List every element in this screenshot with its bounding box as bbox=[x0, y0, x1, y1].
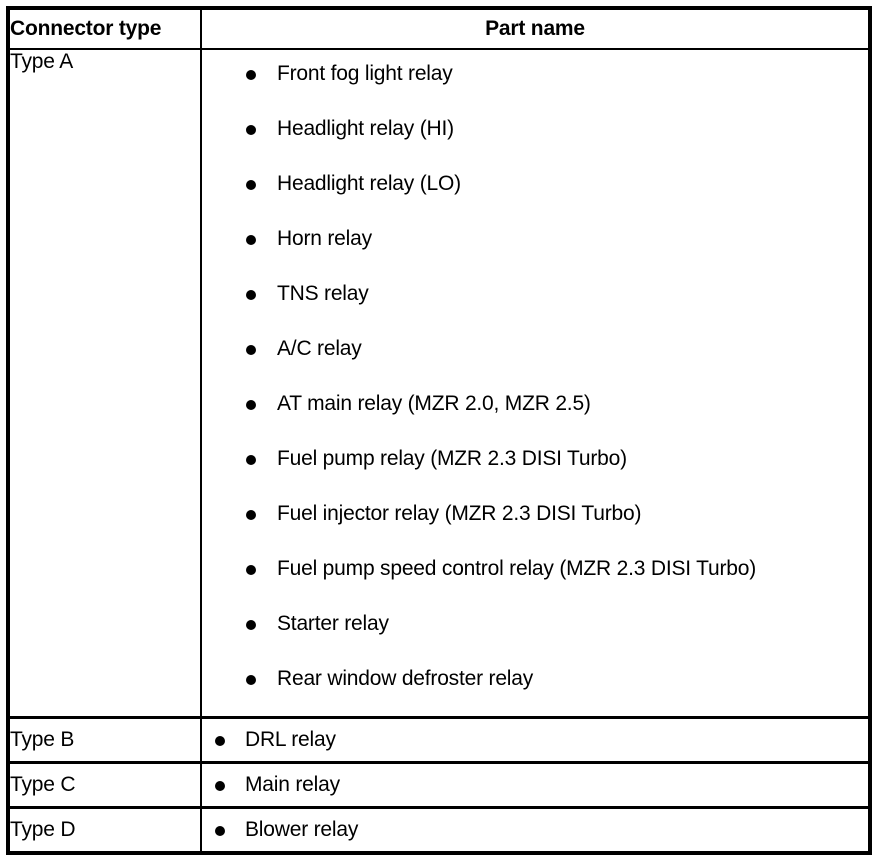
bullet-dot-icon bbox=[246, 345, 256, 355]
bullet-dot-icon bbox=[246, 70, 256, 80]
bullet-dot-icon bbox=[246, 290, 256, 300]
bullet-dot-icon bbox=[246, 455, 256, 465]
list-item-label: Blower relay bbox=[245, 818, 359, 841]
list-item: Main relay bbox=[202, 766, 868, 804]
list-item-label: TNS relay bbox=[277, 282, 369, 305]
bullet-dot-icon bbox=[246, 180, 256, 190]
table-row: Type B DRL relay bbox=[10, 717, 868, 764]
list-item: TNS relay bbox=[202, 280, 868, 308]
list-item-label: Fuel injector relay (MZR 2.3 DISI Turbo) bbox=[277, 502, 642, 525]
connector-type-table-container: Connector type Part name Type A Front fo… bbox=[6, 6, 872, 855]
bullet-dot-icon bbox=[246, 125, 256, 135]
list-item-label: Fuel pump speed control relay (MZR 2.3 D… bbox=[277, 557, 757, 580]
bullet-dot-icon bbox=[246, 510, 256, 520]
list-item-label: Fuel pump relay (MZR 2.3 DISI Turbo) bbox=[277, 447, 627, 470]
list-item: Rear window defroster relay bbox=[202, 665, 868, 693]
bullet-dot-icon bbox=[215, 826, 225, 836]
list-item-label: Starter relay bbox=[277, 612, 389, 635]
cell-connector-type: Type D bbox=[10, 807, 202, 851]
list-item-label: AT main relay (MZR 2.0, MZR 2.5) bbox=[277, 392, 591, 415]
cell-connector-type: Type C bbox=[10, 762, 202, 809]
list-item: Headlight relay (LO) bbox=[202, 170, 868, 198]
part-name-list: DRL relay bbox=[202, 721, 868, 759]
table-row: Type C Main relay bbox=[10, 762, 868, 809]
list-item: Fuel injector relay (MZR 2.3 DISI Turbo) bbox=[202, 500, 868, 528]
table-header: Connector type Part name bbox=[10, 10, 868, 50]
list-item: Blower relay bbox=[202, 811, 868, 849]
part-name-list: Front fog light relay Headlight relay (H… bbox=[202, 50, 868, 701]
bullet-dot-icon bbox=[246, 235, 256, 245]
cell-part-name: Blower relay bbox=[201, 808, 868, 852]
list-item: Fuel pump speed control relay (MZR 2.3 D… bbox=[202, 555, 868, 583]
bullet-dot-icon bbox=[246, 675, 256, 685]
list-item-label: Main relay bbox=[245, 773, 340, 796]
list-item-label: Horn relay bbox=[277, 227, 372, 250]
list-item: DRL relay bbox=[202, 721, 868, 759]
list-item-label: DRL relay bbox=[245, 728, 336, 751]
list-item: Horn relay bbox=[202, 225, 868, 253]
table-row: Type D Blower relay bbox=[10, 807, 868, 852]
cell-part-name: Main relay bbox=[201, 762, 868, 809]
list-item-label: Headlight relay (LO) bbox=[277, 172, 461, 195]
list-item: AT main relay (MZR 2.0, MZR 2.5) bbox=[202, 390, 868, 418]
cell-connector-type: Type A bbox=[10, 49, 202, 719]
bullet-dot-icon bbox=[215, 781, 225, 791]
part-name-list: Blower relay bbox=[202, 811, 868, 849]
bullet-dot-icon bbox=[246, 565, 256, 575]
column-header-part-name: Part name bbox=[201, 10, 868, 50]
list-item-label: A/C relay bbox=[277, 337, 362, 360]
cell-connector-type: Type B bbox=[10, 717, 202, 764]
list-item-label: Front fog light relay bbox=[277, 62, 453, 85]
table-header-row: Connector type Part name bbox=[10, 10, 868, 50]
bullet-dot-icon bbox=[246, 620, 256, 630]
bullet-dot-icon bbox=[215, 736, 225, 746]
bullet-dot-icon bbox=[246, 400, 256, 410]
connector-part-table: Connector type Part name Type A Front fo… bbox=[10, 10, 868, 851]
list-item-label: Headlight relay (HI) bbox=[277, 117, 454, 140]
part-name-list: Main relay bbox=[202, 766, 868, 804]
cell-part-name: DRL relay bbox=[201, 717, 868, 764]
table-row: Type A Front fog light relay Headlight r… bbox=[10, 49, 868, 719]
list-item-label: Rear window defroster relay bbox=[277, 667, 534, 690]
list-item: Front fog light relay bbox=[202, 60, 868, 88]
cell-part-name: Front fog light relay Headlight relay (H… bbox=[201, 49, 868, 719]
list-item: Fuel pump relay (MZR 2.3 DISI Turbo) bbox=[202, 445, 868, 473]
list-item: A/C relay bbox=[202, 335, 868, 363]
list-item: Headlight relay (HI) bbox=[202, 115, 868, 143]
column-header-connector-type: Connector type bbox=[10, 10, 202, 50]
list-item: Starter relay bbox=[202, 610, 868, 638]
table-body: Type A Front fog light relay Headlight r… bbox=[10, 49, 868, 851]
